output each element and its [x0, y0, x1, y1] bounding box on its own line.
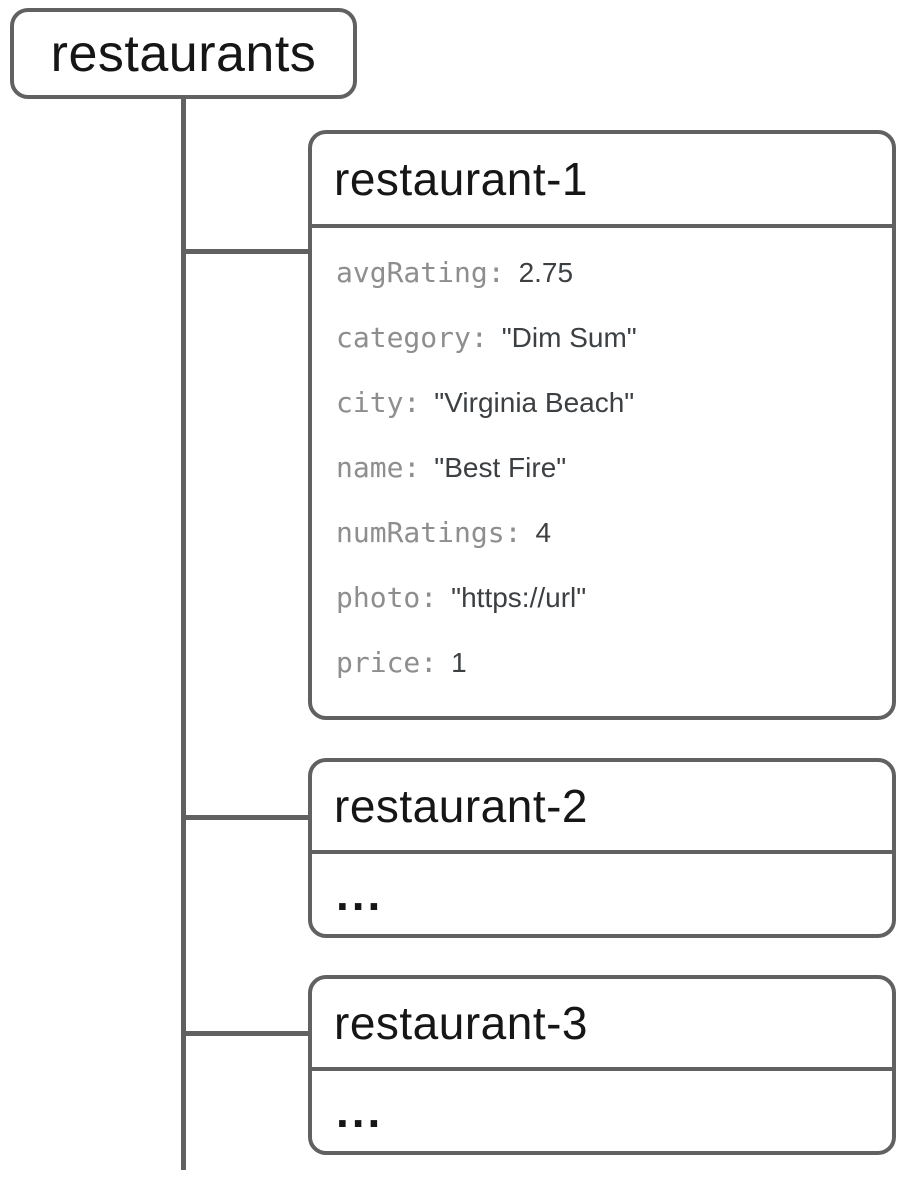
document-card-restaurant-3: restaurant-3 ...	[308, 975, 896, 1155]
field-row-numRatings: numRatings: 4	[336, 500, 874, 565]
field-row-city: city: "Virginia Beach"	[336, 370, 874, 435]
field-value: 4	[535, 517, 552, 548]
field-value: "Dim Sum"	[501, 322, 637, 353]
field-key: numRatings:	[336, 516, 522, 549]
document-body-ellipsis: ...	[336, 1085, 384, 1137]
collection-label: restaurants	[50, 24, 317, 83]
document-title-restaurant-3: restaurant-3	[312, 979, 892, 1071]
field-key: avgRating:	[336, 256, 505, 289]
field-key: city:	[336, 386, 421, 419]
field-row-photo: photo: "https://url"	[336, 565, 874, 630]
document-card-restaurant-2: restaurant-2 ...	[308, 758, 896, 938]
field-key: category:	[336, 321, 488, 354]
field-row-price: price: 1	[336, 630, 874, 695]
document-title-restaurant-2: restaurant-2	[312, 762, 892, 854]
document-body-ellipsis: ...	[336, 868, 384, 920]
document-title-restaurant-1: restaurant-1	[312, 134, 892, 228]
field-key: price:	[336, 646, 438, 679]
field-value: 2.75	[518, 257, 574, 288]
field-row-category: category: "Dim Sum"	[336, 305, 874, 370]
field-key: name:	[336, 451, 421, 484]
field-value: "https://url"	[451, 582, 587, 613]
document-fields: avgRating: 2.75 category: "Dim Sum" city: "…	[312, 228, 892, 695]
connector-line-restaurant-3	[184, 1031, 308, 1036]
document-card-restaurant-1: restaurant-1 avgRating: 2.75 category: "Di…	[308, 130, 896, 720]
tree-trunk-line	[181, 99, 186, 1170]
collection-node-restaurants: restaurants	[10, 8, 357, 99]
connector-line-restaurant-2	[184, 815, 308, 820]
field-value: "Best Fire"	[434, 452, 567, 483]
field-row-avgRating: avgRating: 2.75	[336, 240, 874, 305]
connector-line-restaurant-1	[184, 249, 308, 254]
field-key: photo:	[336, 581, 438, 614]
field-value: "Virginia Beach"	[434, 387, 635, 418]
field-row-name: name: "Best Fire"	[336, 435, 874, 500]
field-value: 1	[451, 647, 467, 678]
